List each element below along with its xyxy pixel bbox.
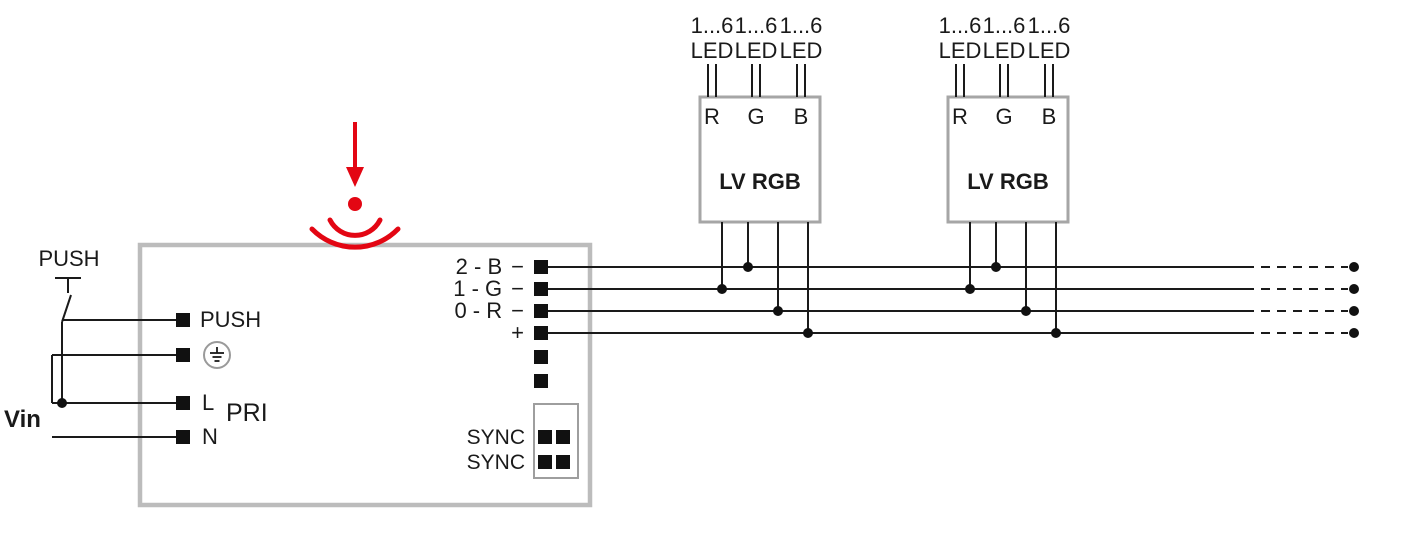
led-count-label: 1...6	[938, 13, 982, 38]
input-wires	[51, 319, 176, 438]
push-button-label: PUSH	[38, 246, 100, 271]
output-name: 2 - B	[455, 254, 503, 279]
output-sign: +	[511, 320, 524, 345]
output-row-label: +	[368, 320, 524, 346]
module-title: LV RGB	[967, 169, 1049, 194]
terminal-push-label: PUSH	[200, 307, 262, 332]
wireless-signal-icon	[309, 122, 401, 250]
sync-switch-block	[533, 403, 579, 479]
led-count-label: 1...6	[734, 13, 778, 38]
pri-label: PRI	[226, 399, 268, 427]
led-count-label: 1...6	[690, 13, 734, 38]
module-terminal-label: B	[1041, 104, 1057, 129]
module-terminal-label: G	[747, 104, 765, 129]
driver-box	[137, 242, 593, 508]
push-switch-icon	[55, 277, 81, 323]
led-label: LED	[779, 38, 823, 63]
led-label: LED	[1027, 38, 1071, 63]
module-terminal-label: G	[995, 104, 1013, 129]
led-count-label: 1...6	[1027, 13, 1071, 38]
terminal-l-label: L	[202, 390, 215, 415]
vin-label: Vin	[4, 406, 41, 433]
led-label: LED	[734, 38, 778, 63]
output-sign: −	[511, 254, 524, 279]
module-2-box	[946, 64, 1070, 338]
module-terminal-label: B	[793, 104, 809, 129]
output-sign: −	[511, 298, 524, 323]
output-sign: −	[511, 276, 524, 301]
output-name: 0 - R	[454, 298, 503, 323]
module-1-box	[698, 64, 822, 338]
module-title: LV RGB	[719, 169, 801, 194]
output-row-label: 1 - G−	[368, 276, 524, 302]
terminal-n-label: N	[202, 424, 218, 449]
module-terminal-label: R	[704, 104, 720, 129]
bus-wires	[548, 262, 1359, 338]
led-count-label: 1...6	[982, 13, 1026, 38]
led-label: LED	[982, 38, 1026, 63]
output-name: 1 - G	[453, 276, 503, 301]
output-row-label: 0 - R−	[368, 298, 524, 324]
output-terminal-squares	[534, 260, 548, 388]
sync-label: SYNC	[466, 426, 525, 449]
ground-icon	[203, 341, 231, 369]
led-label: LED	[938, 38, 982, 63]
sync-label: SYNC	[466, 451, 525, 474]
input-terminal-squares	[176, 313, 190, 444]
output-row-label: 2 - B−	[368, 254, 524, 280]
module-terminal-label: R	[952, 104, 968, 129]
led-count-label: 1...6	[779, 13, 823, 38]
led-label: LED	[690, 38, 734, 63]
